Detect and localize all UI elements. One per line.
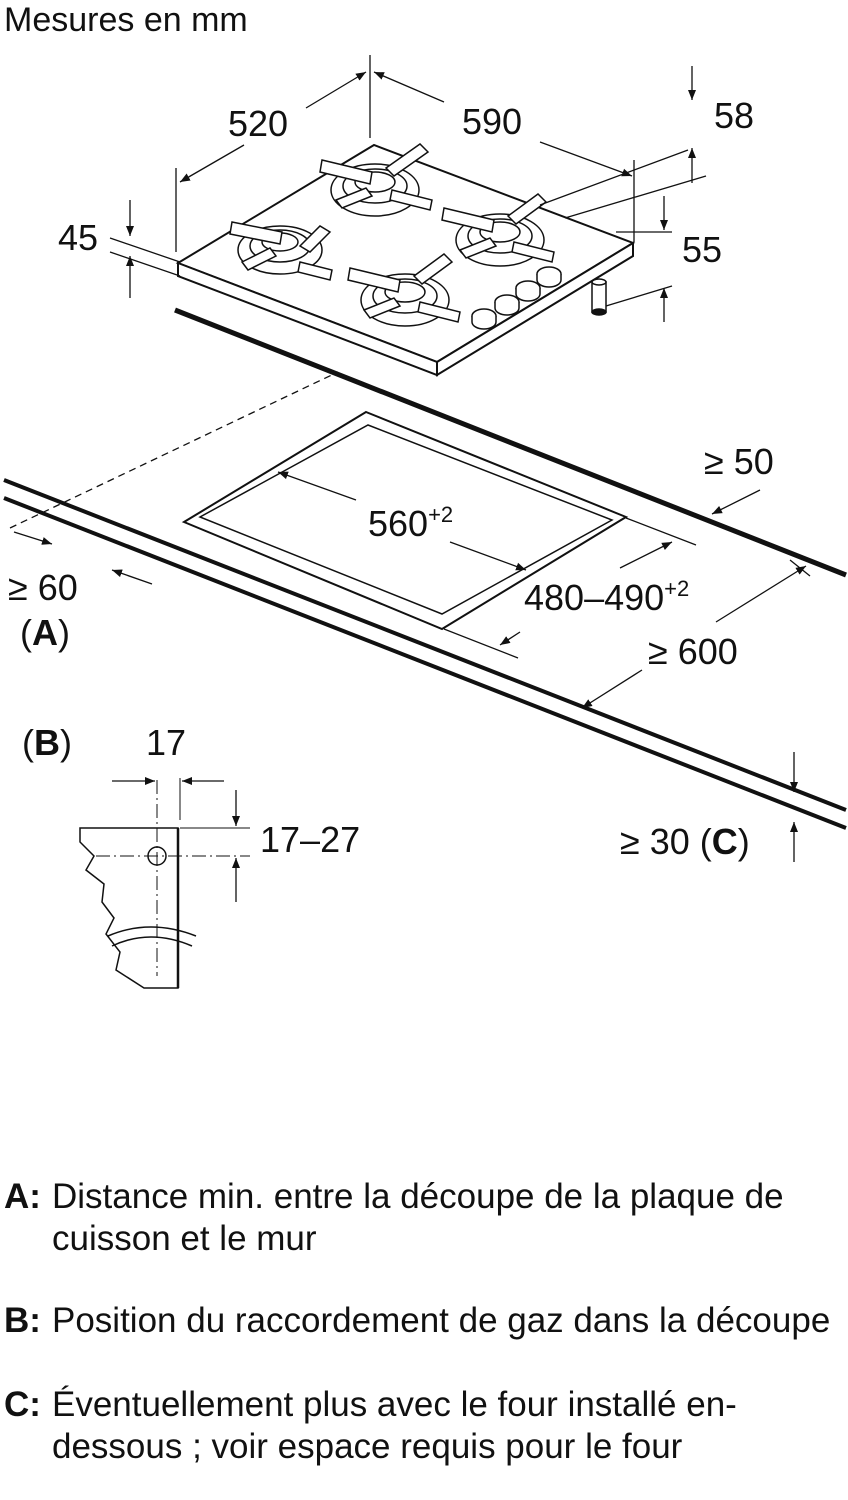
- legend-key: B:: [4, 1301, 41, 1340]
- knob-4-icon: [536, 266, 562, 288]
- knob-3-icon: [515, 280, 541, 302]
- dim-55-label: 55: [682, 229, 722, 270]
- hob-cutout: [181, 410, 629, 631]
- control-knobs: [471, 266, 562, 330]
- burner-front-middle: [347, 253, 461, 327]
- dim-520-label: 520: [228, 103, 288, 144]
- dim-17-label: 17: [146, 722, 186, 763]
- dim-min-60-label: ≥ 60: [8, 567, 78, 608]
- detail-gas-connection: [79, 777, 250, 989]
- dim-590-label: 590: [462, 101, 522, 142]
- dim-45-label: 45: [58, 217, 98, 258]
- burner-rear-right: [441, 193, 555, 267]
- marker-a-label: (A): [20, 612, 70, 653]
- legend-item-b: B: Position du raccordement de gaz dans …: [4, 1300, 834, 1342]
- legend-key: A:: [4, 1177, 41, 1216]
- dim-min-50-label: ≥ 50: [704, 441, 774, 482]
- countertop: [3, 307, 847, 830]
- legend-text: Éventuellement plus avec le four install…: [52, 1385, 737, 1466]
- dim-58-label: 58: [714, 95, 754, 136]
- burner-front-left: [229, 221, 333, 281]
- legend-item-c: C: Éventuellement plus avec le four inst…: [4, 1384, 834, 1468]
- dim-560-label: 560+2: [368, 502, 453, 544]
- installation-diagram: 520 590 58 45 55 560+2 480–490+2 ≥ 50 ≥ …: [3, 55, 847, 989]
- legend-item-a: A: Distance min. entre la découpe de la …: [4, 1176, 834, 1260]
- knob-2-icon: [494, 294, 520, 316]
- marker-b-label: (B): [22, 722, 72, 763]
- dim-17-27-label: 17–27: [260, 819, 360, 860]
- dimension-lines: [13, 55, 811, 862]
- legend-text: Position du raccordement de gaz dans la …: [52, 1301, 831, 1340]
- page-title: Mesures en mm: [4, 1, 248, 39]
- burner-rear-middle: [319, 143, 433, 217]
- legend-text: Distance min. entre la découpe de la pla…: [52, 1177, 784, 1258]
- knob-1-icon: [471, 308, 497, 330]
- legend-key: C:: [4, 1385, 41, 1424]
- gas-hob: [175, 143, 636, 377]
- dim-min-30-label: ≥ 30 (C): [620, 821, 750, 862]
- dim-480-490-label: 480–490+2: [524, 576, 689, 618]
- gas-connector-icon: [591, 278, 607, 316]
- dim-min-600-label: ≥ 600: [648, 631, 738, 672]
